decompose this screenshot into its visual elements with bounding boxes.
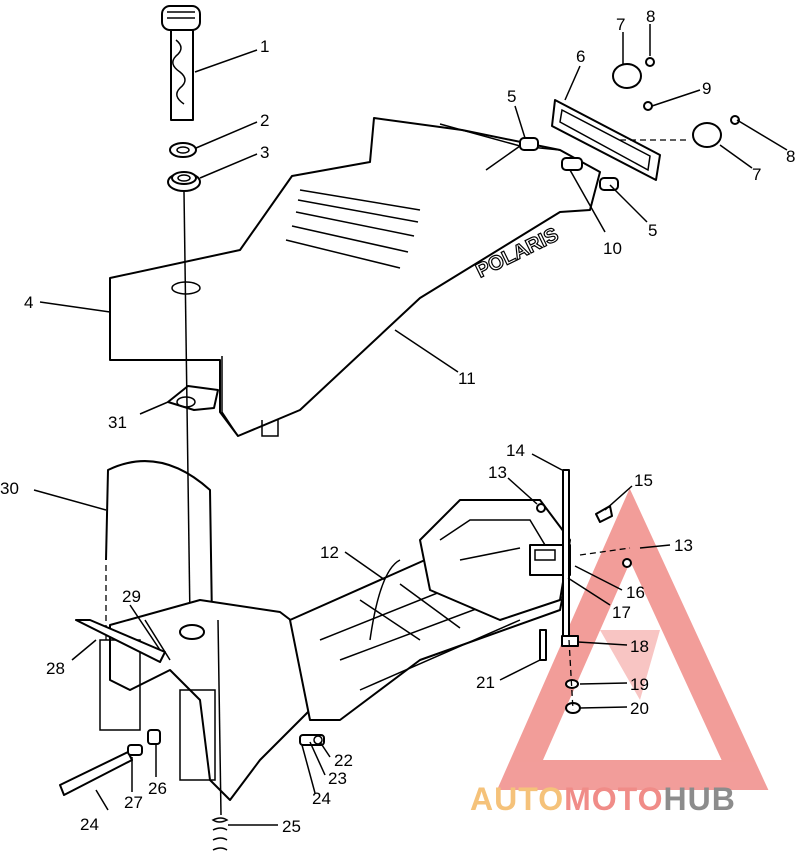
leader-lines: [33, 24, 788, 826]
callout-29: 29: [122, 587, 141, 606]
socket-part-10: [561, 157, 583, 171]
bracket-part-31: [167, 385, 219, 411]
fuel-cap-part-1: [161, 5, 201, 121]
callout-12: 12: [320, 543, 339, 562]
callout-13b: 13: [674, 536, 693, 555]
callout-15: 15: [634, 471, 653, 490]
callout-30: 30: [0, 479, 19, 498]
callout-31: 31: [108, 413, 127, 432]
screw-part-8b: [730, 115, 740, 125]
fuel-line-part-24: [59, 751, 133, 796]
nut-part-13a: [536, 503, 546, 513]
callout-9: 9: [702, 79, 711, 98]
spring-part-25: [211, 619, 229, 851]
bolt-part-14: [562, 469, 570, 641]
watermark-logo: [497, 488, 769, 790]
bulb-part-5b: [599, 177, 619, 191]
callout-24b: 24: [312, 789, 331, 808]
callout-14: 14: [506, 441, 525, 460]
clip-part-15: [595, 505, 613, 523]
callout-5b: 5: [648, 221, 657, 240]
watermark-auto: AUTO: [470, 781, 564, 817]
watermark-hub: HUB: [663, 781, 735, 817]
callout-24a: 24: [80, 815, 99, 834]
callout-27: 27: [124, 793, 143, 812]
callout-6: 6: [576, 47, 585, 66]
callout-2: 2: [260, 111, 269, 130]
clamp-part-29: [144, 619, 171, 661]
callout-16: 16: [626, 583, 645, 602]
callout-20: 20: [630, 699, 649, 718]
callout-26: 26: [148, 779, 167, 798]
callout-7b: 7: [752, 165, 761, 184]
callout-21: 21: [476, 673, 495, 692]
gasket-part-2: [169, 142, 197, 158]
callout-22: 22: [334, 751, 353, 770]
cable-part-12: [369, 559, 401, 641]
watermark-text: AUTOMOTOHUB: [470, 781, 736, 817]
lens-part-7a: [612, 63, 642, 89]
callout-11: 11: [458, 369, 476, 388]
watermark-moto: MOTO: [564, 781, 663, 817]
fitting-part-26: [147, 729, 161, 745]
callout-23: 23: [328, 769, 347, 788]
callout-25: 25: [282, 817, 301, 836]
svg-text:AUTOMOTOHUB: AUTOMOTOHUB: [470, 781, 736, 817]
callout-13a: 13: [488, 463, 507, 482]
callout-10: 10: [603, 239, 622, 258]
callout-17: 17: [612, 603, 631, 622]
callout-28: 28: [46, 659, 65, 678]
pin-part-21: [539, 629, 547, 661]
washer-part-18: [561, 635, 579, 647]
callout-labels: 1 2 3 4 5 5 6 7 7 8 8 9 10 11 12 13 13 1…: [0, 7, 795, 836]
fuel-tank: [99, 599, 331, 801]
callout-7a: 7: [616, 15, 625, 34]
callout-8a: 8: [646, 7, 655, 26]
callout-3: 3: [260, 143, 269, 162]
callout-1: 1: [260, 37, 269, 56]
callout-5a: 5: [507, 87, 516, 106]
screw-part-9: [643, 101, 653, 111]
lens-part-7b: [692, 122, 722, 148]
screw-part-8a: [645, 57, 655, 67]
vent-hose-part-30: [105, 460, 213, 621]
callout-4: 4: [24, 293, 33, 312]
taillight-housing-part-6: [551, 99, 661, 181]
bulb-part-5a: [519, 137, 539, 151]
callout-19: 19: [630, 675, 649, 694]
callout-8b: 8: [786, 147, 795, 166]
nut-part-13b: [622, 558, 632, 568]
fitting-part-27: [127, 744, 143, 756]
seat-cover-part-11: POLARIS: [109, 117, 601, 437]
callout-18: 18: [630, 637, 649, 656]
grommet-part-3: [167, 171, 201, 192]
